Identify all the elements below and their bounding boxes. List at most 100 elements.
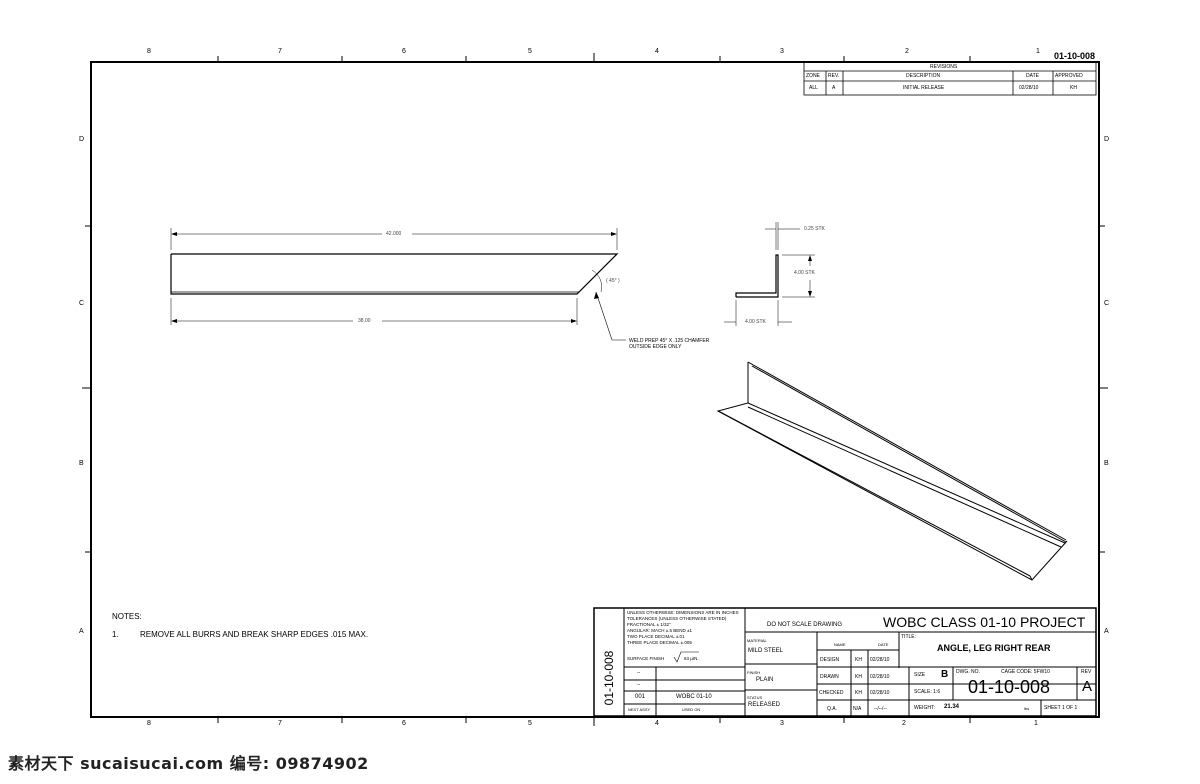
name-drawn: KH: [855, 674, 862, 680]
name-qa: N/A: [853, 706, 862, 712]
dim-inner-length: 38.00: [358, 318, 371, 324]
zone-ticks: [82, 53, 1108, 726]
weight-value: 21.34: [944, 704, 960, 710]
zone-label-bottom-3: 3: [780, 720, 784, 727]
role-checked: CHECKED: [819, 690, 844, 696]
zone-label-top-3: 3: [780, 48, 784, 55]
material-value: MILD STEEL: [748, 648, 784, 654]
weight-units: lbs: [1024, 706, 1030, 711]
dim-overall-length: 42.000: [386, 231, 402, 237]
name-design: KH: [855, 657, 862, 663]
zone-label-left-b: B: [79, 460, 84, 467]
end-view: [724, 222, 815, 326]
material-label: MATERIAL: [747, 638, 767, 643]
tolerance-line-6: THREE PLACE DECIMAL ±.005: [627, 640, 692, 645]
tolerance-line-5: TWO PLACE DECIMAL ±.01: [627, 634, 685, 639]
rev-header-approved: APPROVED: [1055, 73, 1083, 79]
dim-thickness: 0.25 STK: [804, 226, 825, 232]
tolerance-line-1: UNLESS OTHERWISE: DIMENSIONS ARE IN INCH…: [627, 610, 739, 615]
next-assy-value: WOBC 01-10: [676, 694, 712, 700]
cage-code-label: CAGE CODE: 5FW10: [1001, 669, 1050, 675]
isometric-view: [716, 361, 1068, 581]
revision-table: [803, 61, 1097, 96]
qty-value: 001: [635, 694, 646, 700]
zone-label-top-4: 4: [655, 48, 659, 55]
sheet-count: SHEET 1 OF 1: [1044, 705, 1078, 711]
rev-row-zone: ALL: [809, 85, 818, 91]
rev-row-date: 02/28/10: [1019, 85, 1039, 91]
do-not-scale-label: DO NOT SCALE DRAWING: [767, 622, 843, 628]
tolerance-line-3: FRACTIONAL ± 1/32": [627, 622, 671, 627]
zone-label-right-c: C: [1104, 300, 1110, 307]
dim-leg-vertical: 4.00 STK: [794, 270, 815, 276]
zone-label-top-8: 8: [147, 48, 151, 55]
zone-label-bottom-7: 7: [278, 720, 282, 727]
surface-finish-value: 63 µIN.: [684, 656, 699, 661]
size-label: SIZE: [914, 672, 926, 678]
zone-label-bottom-2: 2: [902, 720, 906, 727]
rev-row-approved: KH: [1070, 85, 1077, 91]
title-dash-1: --: [637, 670, 641, 676]
status-label: STATUS: [747, 695, 763, 700]
scale-value: SCALE: 1:6: [914, 689, 941, 695]
note-1-number: 1.: [112, 630, 119, 639]
role-design: DESIGN: [820, 657, 840, 663]
notes-heading: NOTES:: [112, 612, 142, 621]
name-column-label: NAME: [834, 642, 846, 647]
zone-label-right-d: D: [1104, 136, 1110, 143]
zone-label-bottom-1: 1: [1034, 720, 1038, 727]
dim-leg-horizontal: 4.00 STK: [745, 319, 766, 325]
status-value: RELEASED: [748, 702, 781, 708]
finish-text: PLAIN: [756, 677, 774, 683]
zone-label-left-c: C: [79, 300, 85, 307]
dwg-number: 01-10-008: [968, 677, 1051, 697]
note-1-text: REMOVE ALL BURRS AND BREAK SHARP EDGES .…: [140, 630, 369, 639]
weld-note-line-1: WELD PREP 45° X .125 CHAMFER: [629, 338, 710, 344]
sheet-number-top: 01-10-008: [1054, 51, 1096, 61]
zone-label-top-2: 2: [905, 48, 909, 55]
zone-label-top-1: 1: [1036, 48, 1040, 55]
zone-label-top-5: 5: [528, 48, 532, 55]
watermark-text: 素材天下 sucaisucai.com 编号: 09874902: [8, 754, 369, 773]
rev-header-rev: REV.: [828, 73, 840, 79]
title-dash-2: --: [637, 682, 641, 688]
rev-value: A: [1082, 678, 1093, 695]
part-title: ANGLE, LEG RIGHT REAR: [937, 643, 1051, 653]
date-column-label: DATE: [878, 642, 889, 647]
surface-finish-label: SURFACE FINISH: [627, 656, 665, 661]
name-checked: KH: [855, 690, 862, 696]
zone-label-bottom-4: 4: [655, 720, 659, 727]
drawing-border: [90, 61, 1100, 718]
tolerance-line-2: TOLERANCES (UNLESS OTHERWISE STATED): [627, 616, 727, 621]
date-qa: --/--/--: [874, 706, 887, 712]
date-drawn: 02/28/10: [870, 674, 890, 680]
next-assy-label: NEXT ASSY: [628, 707, 651, 712]
rev-header-zone: ZONE: [806, 73, 820, 79]
title-label: TITLE:: [901, 634, 917, 640]
zone-label-bottom-8: 8: [147, 720, 151, 727]
used-on-label: USED ON: [682, 707, 701, 712]
zone-label-bottom-6: 6: [402, 720, 406, 727]
zone-label-right-b: B: [1104, 460, 1109, 467]
date-design: 02/28/10: [870, 657, 890, 663]
size-value: B: [941, 669, 949, 680]
role-qa: Q.A.: [827, 706, 838, 712]
surface-finish-symbol: [673, 651, 699, 663]
dwg-no-label: DWG. NO.: [956, 669, 980, 675]
tolerance-line-4: ANGULAR: MACH ±.5 BEND ±1: [627, 628, 692, 633]
finish-label: FINISH: [747, 670, 761, 675]
dim-angle: ( 45° ): [606, 278, 620, 284]
date-checked: 02/28/10: [870, 690, 890, 696]
zone-label-left-a: A: [79, 628, 84, 635]
zone-label-top-6: 6: [402, 48, 406, 55]
front-view: [170, 228, 626, 341]
title-block-vertical-number: 01-10-008: [602, 650, 616, 706]
zone-label-top-7: 7: [278, 48, 282, 55]
rev-row-description: INITIAL RELEASE: [903, 85, 945, 91]
zone-label-left-d: D: [79, 136, 85, 143]
weld-note-line-2: OUTSIDE EDGE ONLY: [629, 344, 682, 350]
project-title: WOBC CLASS 01-10 PROJECT: [883, 614, 1086, 630]
weight-label: WEIGHT:: [914, 705, 935, 711]
zone-label-right-a: A: [1104, 628, 1109, 635]
